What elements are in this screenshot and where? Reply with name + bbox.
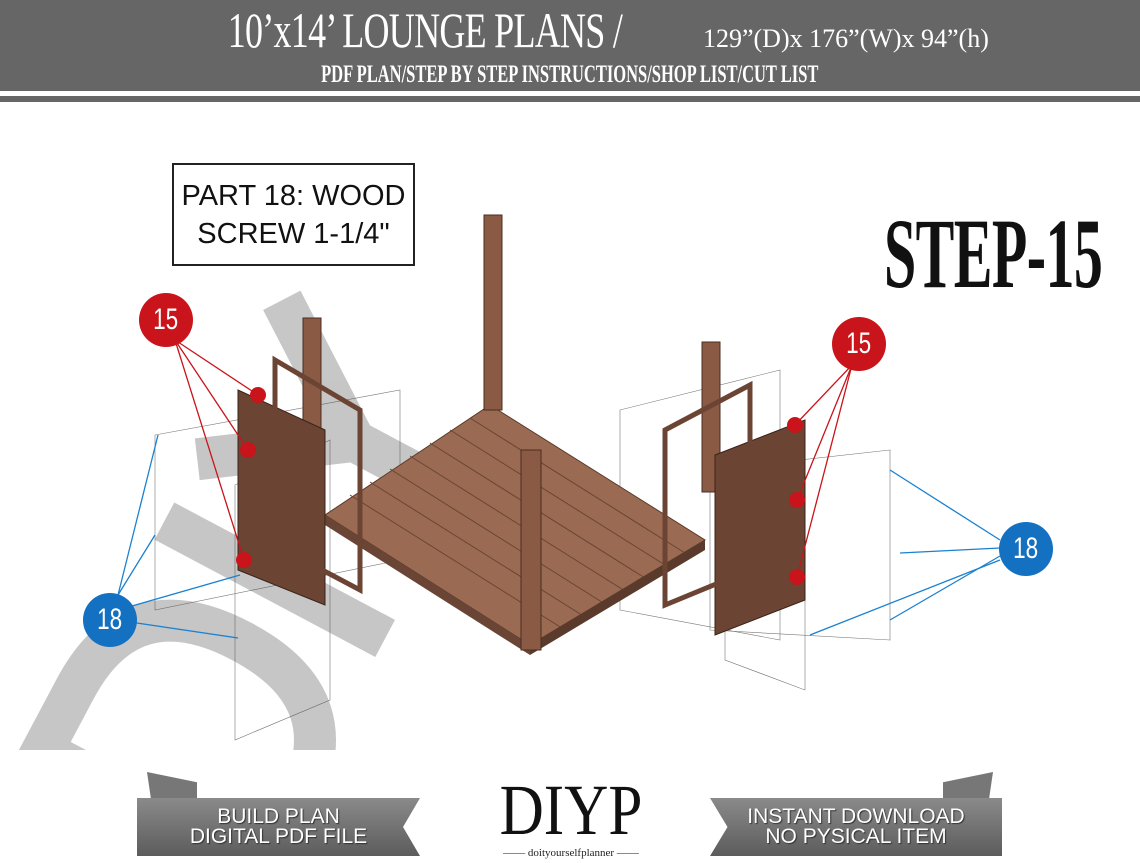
header-banner — [0, 0, 1140, 91]
subtitle: PDF PLAN/STEP BY STEP INSTRUCTIONS/SHOP … — [0, 61, 1140, 89]
marker-label: 15 — [846, 327, 872, 360]
subtitle-text: PDF PLAN/STEP BY STEP INSTRUCTIONS/SHOP … — [321, 61, 819, 88]
logo-tagline: —— doityourselfplanner —— — [503, 847, 639, 859]
assembly-diagram — [13, 214, 1001, 750]
marker-label: 18 — [97, 603, 123, 636]
ribbon-right-line-1: INSTANT DOWNLOAD — [747, 805, 965, 828]
callout-line-2: SCREW 1-1/4" — [197, 218, 390, 250]
part-callout: PART 18: WOOD SCREW 1-1/4" — [172, 163, 415, 266]
leader-lines-red — [174, 339, 853, 578]
ribbon-right-line-2: NO PYSICAL ITEM — [765, 825, 947, 848]
marker-18-left: 18 — [83, 593, 137, 647]
marker-label: 18 — [1013, 532, 1039, 565]
header-divider — [0, 96, 1140, 102]
diyp-logo: DIYP —— doityourselfplanner —— — [478, 770, 664, 860]
marker-18-right: 18 — [999, 522, 1053, 576]
marker-label: 15 — [153, 303, 179, 336]
step-label: STEP-15 — [884, 198, 1103, 309]
ribbon-left-line-1: BUILD PLAN — [217, 805, 340, 828]
side-panels — [237, 355, 806, 636]
marker-15-left: 15 — [139, 293, 193, 347]
page-title: 10’x14’ LOUNGE PLANS / 129”(D)x 176”(W)x… — [0, 2, 1140, 58]
marker-15-right: 15 — [832, 317, 886, 371]
title-dimensions: 129”(D)x 176”(W)x 94”(h) — [702, 24, 989, 53]
callout-line-1: PART 18: WOOD — [181, 180, 406, 212]
title-text: 10’x14’ LOUNGE PLANS / — [227, 2, 623, 58]
ribbon-build-plan: BUILD PLAN DIGITAL PDF FILE — [137, 798, 420, 856]
logo-mark: DIYP — [499, 770, 643, 850]
ribbon-left-line-2: DIGITAL PDF FILE — [189, 825, 368, 848]
screw-points — [236, 387, 805, 585]
ribbon-instant-download: INSTANT DOWNLOAD NO PYSICAL ITEM — [710, 798, 1002, 856]
leader-lines-blue — [117, 434, 1001, 639]
